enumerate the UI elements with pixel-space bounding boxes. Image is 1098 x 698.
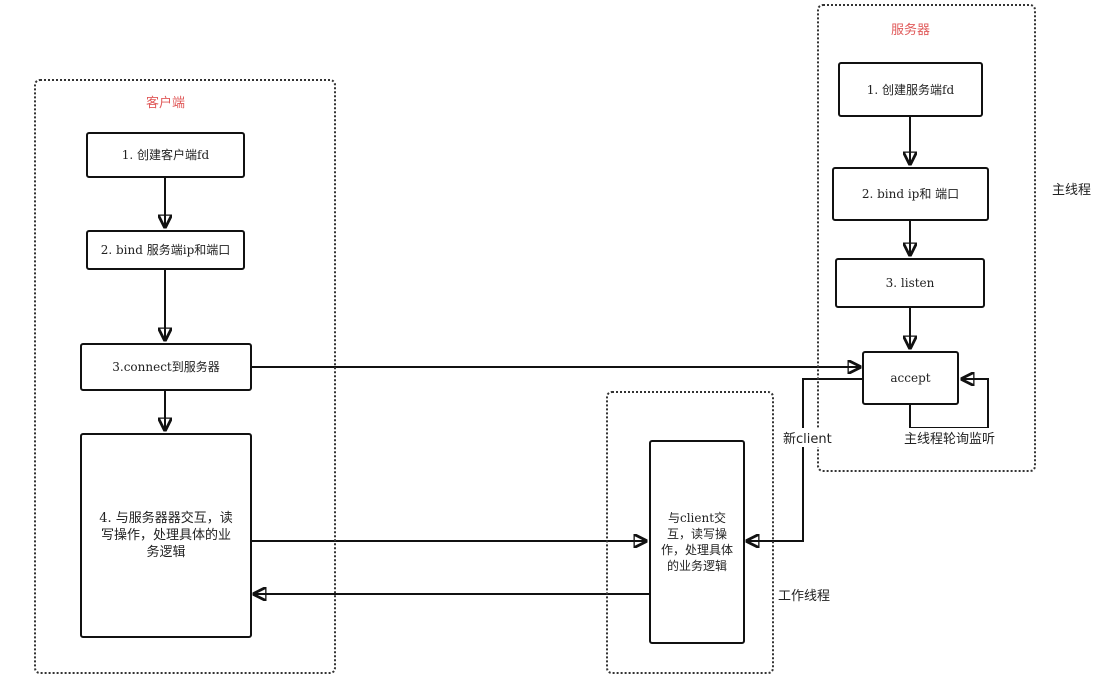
client-connect-node: 3.connect到服务器 — [80, 343, 252, 391]
edge-accept-to-worker — [747, 378, 862, 541]
client-bind-node: 2. bind 服务端ip和端口 — [86, 230, 245, 270]
worker-group — [606, 391, 774, 674]
server-listen-node: 3. listen — [835, 258, 985, 308]
server-bind-node: 2. bind ip和 端口 — [832, 167, 989, 221]
worker-interact-node: 与client交互，读写操作，处理具体的业务逻辑 — [649, 440, 745, 644]
client-group-title: 客户端 — [146, 96, 186, 111]
worker-thread-label: 工作线程 — [778, 585, 831, 604]
server-accept-node: accept — [862, 351, 959, 405]
server-group-title: 服务器 — [891, 23, 931, 38]
client-create-fd-node: 1. 创建客户端fd — [86, 132, 245, 178]
client-interact-node: 4. 与服务器器交互，读写操作，处理具体的业务逻辑 — [80, 433, 252, 638]
server-create-fd-node: 1. 创建服务端fd — [838, 62, 983, 117]
client-group — [34, 79, 336, 674]
server-group — [817, 4, 1036, 472]
new-client-label: 新client — [783, 428, 832, 447]
main-thread-label: 主线程 — [1052, 179, 1092, 198]
polling-label: 主线程轮询监听 — [904, 428, 996, 447]
